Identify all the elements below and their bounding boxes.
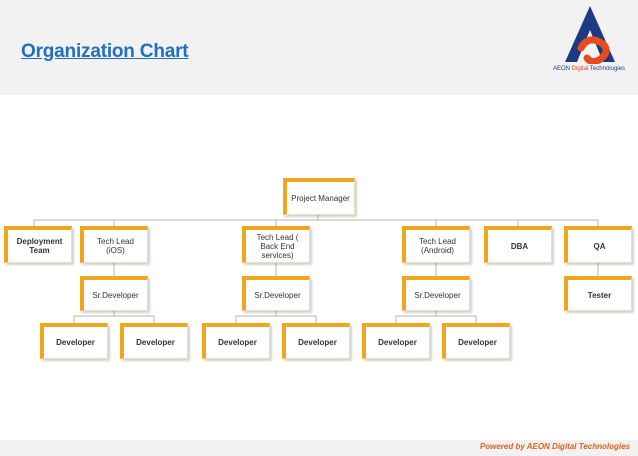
aeon-logo-icon: [565, 6, 615, 64]
node-sr-developer-backend: Sr.Developer: [242, 276, 310, 311]
node-developer-backend-2: Developer: [282, 323, 350, 359]
node-developer-backend-1: Developer: [202, 323, 270, 359]
node-tech-lead-ios: Tech Lead (iOS): [80, 226, 148, 263]
node-developer-ios-2: Developer: [120, 323, 188, 359]
node-sr-developer-ios: Sr.Developer: [80, 276, 148, 311]
node-project-manager: Project Manager: [283, 178, 355, 215]
node-dba: DBA: [484, 226, 552, 263]
footer-credit: Powered by AEON Digital Technologies: [479, 442, 630, 451]
node-developer-ios-1: Developer: [40, 323, 108, 359]
node-developer-android-1: Developer: [362, 323, 430, 359]
node-qa: QA: [564, 226, 632, 263]
node-deployment-team: Deployment Team: [4, 226, 72, 263]
node-tester: Tester: [564, 276, 632, 311]
company-logo: AEON Digital Technologies: [541, 4, 637, 76]
node-tech-lead-android: Tech Lead (Android): [402, 226, 470, 263]
node-tech-lead-backend: Tech Lead ( Back End services): [242, 226, 310, 263]
page-title: Organization Chart: [21, 41, 189, 62]
footer-bar: Powered by AEON Digital Technologies: [0, 440, 638, 456]
node-developer-android-2: Developer: [442, 323, 510, 359]
logo-wordmark: AEON Digital Technologies: [553, 66, 625, 72]
node-sr-developer-android: Sr.Developer: [402, 276, 470, 311]
header-bar: Organization Chart AEON Digital Technolo…: [0, 0, 638, 95]
